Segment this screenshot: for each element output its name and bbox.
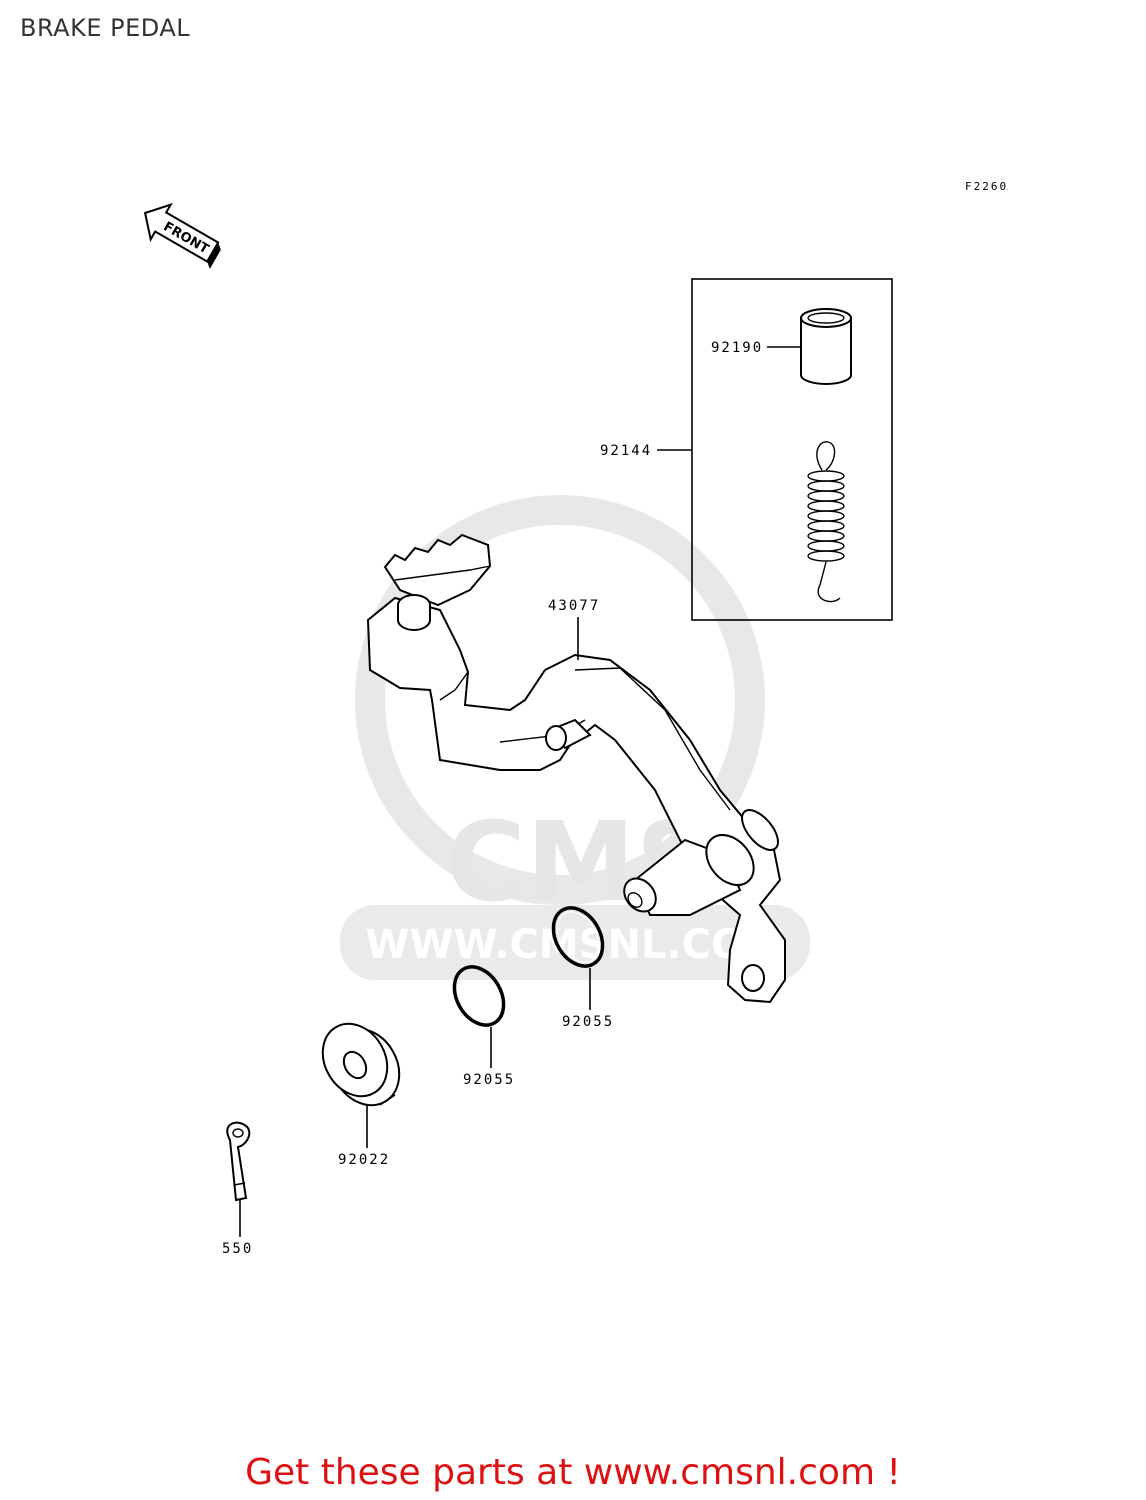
page-title: BRAKE PEDAL bbox=[20, 14, 191, 42]
callout-92022: 92022 bbox=[338, 1152, 390, 1168]
washer-92022 bbox=[321, 1022, 401, 1107]
brake-pedal-43077 bbox=[366, 533, 786, 1004]
spring bbox=[807, 441, 845, 603]
collar-92190 bbox=[800, 308, 852, 385]
callout-92144: 92144 bbox=[600, 443, 652, 459]
o-ring-92055-right bbox=[551, 906, 605, 968]
o-ring-92055-left bbox=[452, 965, 506, 1027]
cotter-pin-550 bbox=[226, 1121, 251, 1202]
callout-43077: 43077 bbox=[548, 598, 600, 614]
callout-92055-right: 92055 bbox=[562, 1014, 614, 1030]
callout-92055-left: 92055 bbox=[463, 1072, 515, 1088]
promo-banner[interactable]: Get these parts at www.cmsnl.com ! bbox=[245, 1452, 901, 1493]
watermark: CMS WWW.CMSNL.COM bbox=[340, 495, 810, 980]
callout-550: 550 bbox=[222, 1241, 253, 1257]
figure-code: F2260 bbox=[965, 180, 1008, 193]
callout-92190: 92190 bbox=[711, 340, 763, 356]
front-arrow-icon: FRONT bbox=[143, 202, 221, 269]
kit-box bbox=[691, 278, 893, 621]
watermark-url: WWW.CMSNL.COM bbox=[365, 922, 785, 968]
